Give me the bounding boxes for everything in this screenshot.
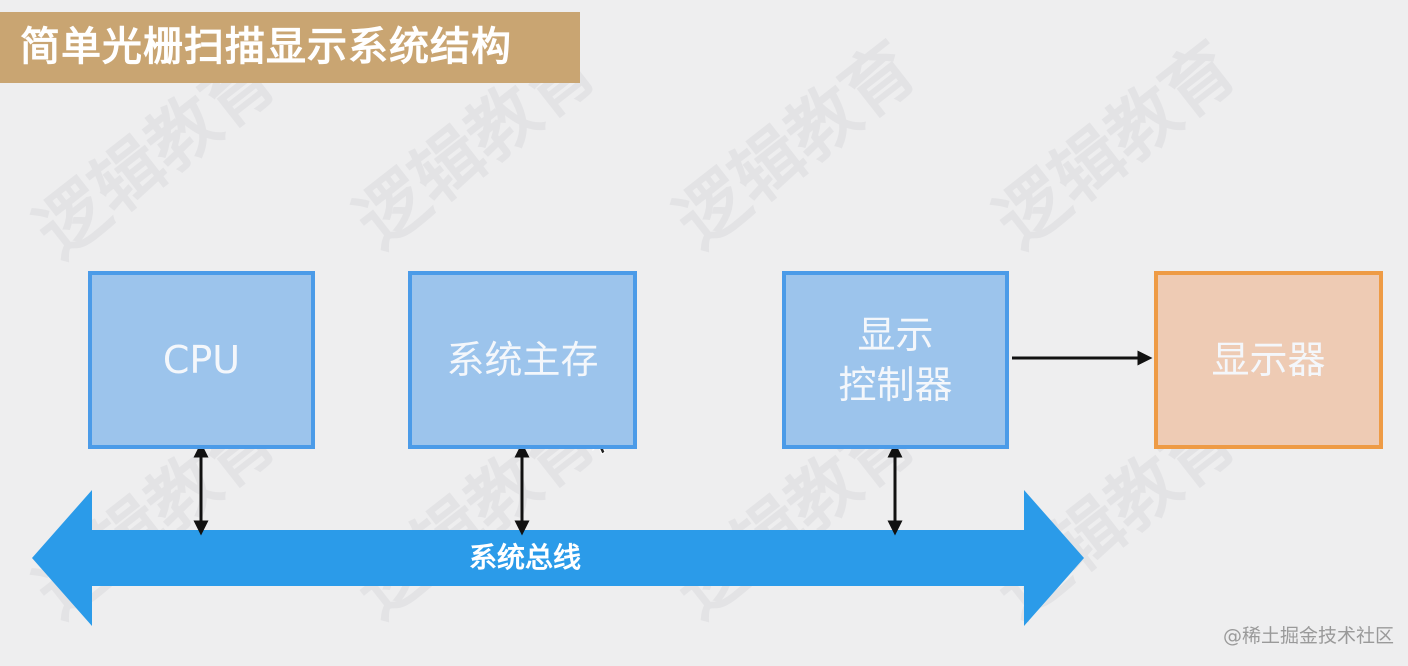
display-controller-label-line1: 显示 xyxy=(857,313,934,357)
cpu-block: CPU xyxy=(88,271,315,449)
cpu-label: CPU xyxy=(162,338,241,382)
system-bus-label: 系统总线 xyxy=(468,541,581,574)
display-controller-label-line2: 控制器 xyxy=(838,363,953,407)
monitor-label: 显示器 xyxy=(1211,338,1326,382)
monitor-block: 显示器 xyxy=(1154,271,1383,449)
credit-text: @稀土掘金技术社区 xyxy=(1222,625,1394,647)
system-memory-block: 系统主存 xyxy=(408,271,637,449)
display-controller-block: 显示 控制器 xyxy=(782,271,1009,449)
title-banner: 简单光栅扫描显示系统结构 xyxy=(0,12,580,83)
system-memory-label: 系统主存 xyxy=(446,338,599,382)
system-bus-arrow xyxy=(32,490,1084,626)
